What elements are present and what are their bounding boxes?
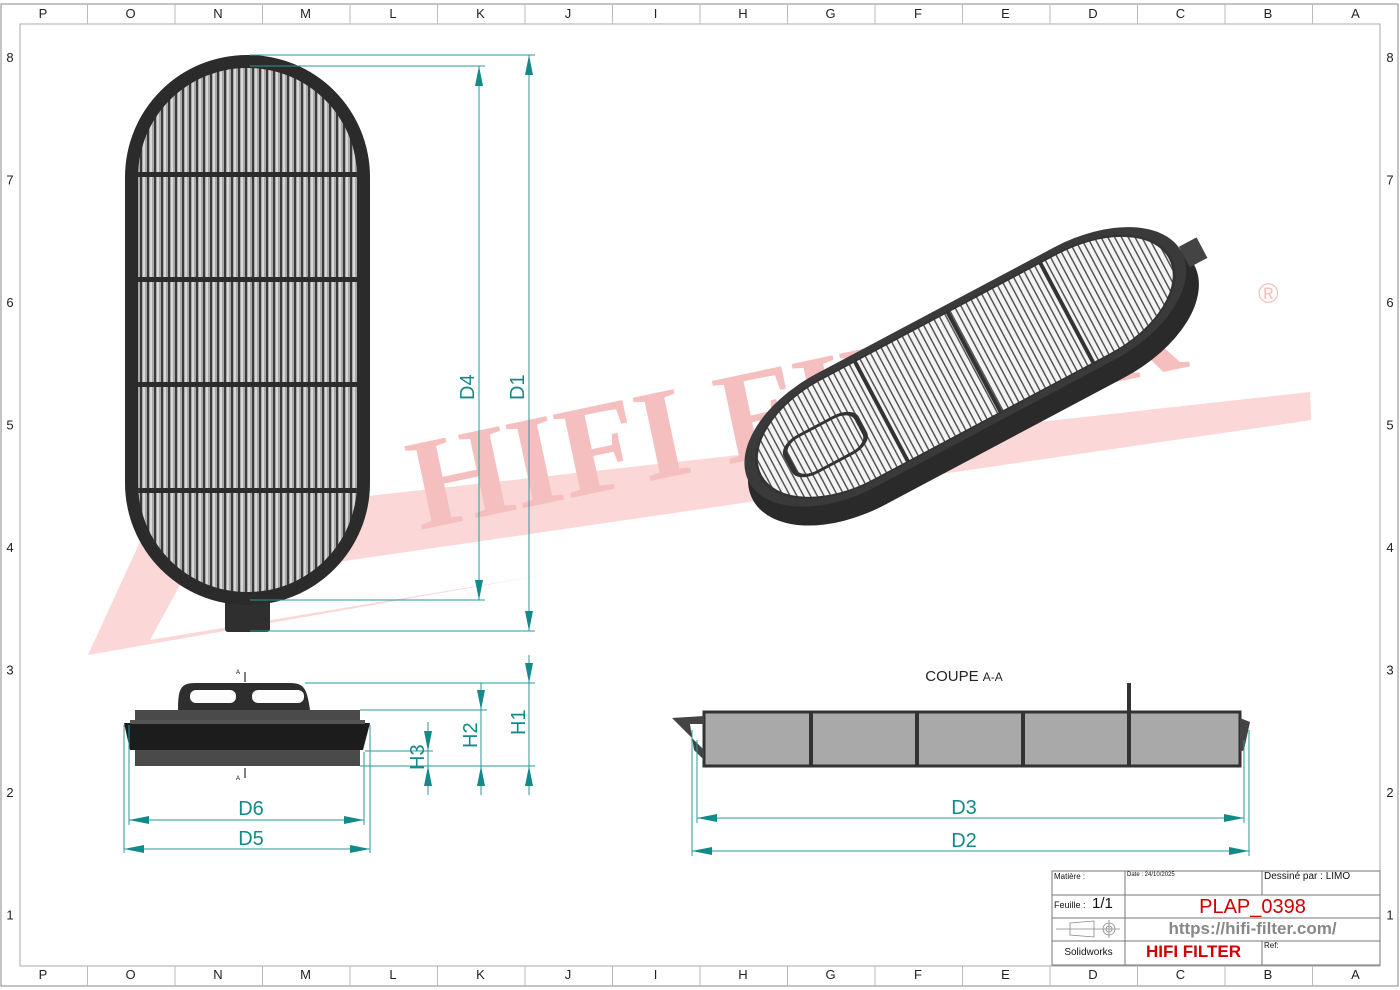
sheet-label: Feuille : xyxy=(1054,900,1086,910)
section-dimensions: D3 D2 xyxy=(691,730,1250,856)
grid-column-label: M xyxy=(300,6,311,21)
grid-row-label: 6 xyxy=(6,295,13,310)
grid-row-label: 1 xyxy=(6,908,13,923)
projection-symbol-icon xyxy=(1056,920,1120,938)
grid-row-label: 1 xyxy=(1386,908,1393,923)
front-view xyxy=(125,55,370,632)
website-url[interactable]: https://hifi-filter.com/ xyxy=(1168,919,1337,938)
grid-column-label: A xyxy=(1351,6,1360,21)
grid-row-label: 4 xyxy=(1386,540,1393,555)
material-label: Matière : xyxy=(1054,872,1086,881)
grid-column-label: O xyxy=(125,967,135,982)
grid-column-label: I xyxy=(654,967,658,982)
grid-column-label: H xyxy=(738,967,747,982)
grid-column-label: H xyxy=(738,6,747,21)
grid-column-label: O xyxy=(125,6,135,21)
grid-column-label: G xyxy=(825,967,835,982)
grid-column-label: J xyxy=(565,6,572,21)
grid-row-label: 2 xyxy=(1386,785,1393,800)
brand-name: HIFI FILTER xyxy=(1145,942,1242,961)
grid-column-label: L xyxy=(389,967,396,982)
svg-text:COUPE A-A: COUPE A-A xyxy=(925,668,1003,685)
dim-label-h3: H3 xyxy=(407,744,429,770)
grid-row-label: 3 xyxy=(1386,663,1393,678)
grid-column-label: A xyxy=(1351,967,1360,982)
date-field: Date : 24/10/2025 xyxy=(1127,872,1175,878)
grid-column-label: G xyxy=(825,6,835,21)
grid-column-label: D xyxy=(1088,6,1097,21)
grid-column-label: C xyxy=(1176,967,1185,982)
grid-column-label: M xyxy=(300,967,311,982)
dim-label-h2: H2 xyxy=(460,722,482,748)
dim-label-d3: D3 xyxy=(951,797,977,819)
grid-column-label: K xyxy=(476,6,485,21)
grid-column-label: F xyxy=(914,967,922,982)
grid-row-label: 2 xyxy=(6,785,13,800)
side-view: A A xyxy=(124,670,370,782)
grid-column-label: B xyxy=(1264,6,1273,21)
section-view: COUPE A-A xyxy=(672,668,1250,768)
grid-column-label: B xyxy=(1264,967,1273,982)
side-dimensions: H1 H2 H3 D6 D5 xyxy=(123,655,535,853)
dim-label-d4: D4 xyxy=(457,374,479,400)
grid-labels: P P O O N N M M L L K K J J I I H H G G F F E E D D C C B B A A 8 8 7 7 6 6 5 5… xyxy=(6,4,1394,986)
grid-column-label: N xyxy=(213,967,222,982)
grid-row-label: 5 xyxy=(6,418,13,433)
part-number: PLAP_0398 xyxy=(1199,896,1306,918)
title-block-grid xyxy=(1051,870,1381,966)
grid-column-label: F xyxy=(914,6,922,21)
dim-label-d5: D5 xyxy=(238,828,264,850)
grid-row-label: 3 xyxy=(6,663,13,678)
dim-label-h1: H1 xyxy=(508,709,530,735)
grid-column-label: P xyxy=(39,6,48,21)
ref-label: Ref: xyxy=(1264,941,1279,950)
grid-row-label: 4 xyxy=(6,540,13,555)
dim-label-d6: D6 xyxy=(238,798,264,820)
drawn-by-field: Dessiné par : LIMO xyxy=(1264,871,1351,882)
grid-column-label: P xyxy=(39,967,48,982)
grid-column-label: N xyxy=(213,6,222,21)
grid-row-label: 7 xyxy=(1386,173,1393,188)
grid-column-label: L xyxy=(389,6,396,21)
grid-row-label: 8 xyxy=(6,50,13,65)
grid-column-label: J xyxy=(565,967,572,982)
software-label: Solidworks xyxy=(1064,947,1113,958)
dim-label-d1: D1 xyxy=(507,374,529,400)
section-title-suffix: A-A xyxy=(983,670,1003,684)
grid-row-label: 8 xyxy=(1386,50,1393,65)
sheet-value: 1/1 xyxy=(1092,895,1113,912)
grid-row-label: 6 xyxy=(1386,295,1393,310)
isometric-view xyxy=(744,227,1208,526)
grid-column-label: C xyxy=(1176,6,1185,21)
grid-column-label: D xyxy=(1088,967,1097,982)
section-mark-bottom: A xyxy=(236,776,240,782)
grid-column-label: E xyxy=(1001,967,1010,982)
grid-row-label: 5 xyxy=(1386,418,1393,433)
grid-row-label: 7 xyxy=(6,173,13,188)
dim-label-d2: D2 xyxy=(951,830,977,852)
front-dimensions: D4 D1 xyxy=(250,54,535,632)
section-title: COUPE xyxy=(925,668,978,685)
grid-column-label: K xyxy=(476,967,485,982)
section-mark-top: A xyxy=(236,670,240,676)
grid-column-label: E xyxy=(1001,6,1010,21)
svg-text:®: ® xyxy=(1258,278,1279,309)
grid-column-label: I xyxy=(654,6,658,21)
